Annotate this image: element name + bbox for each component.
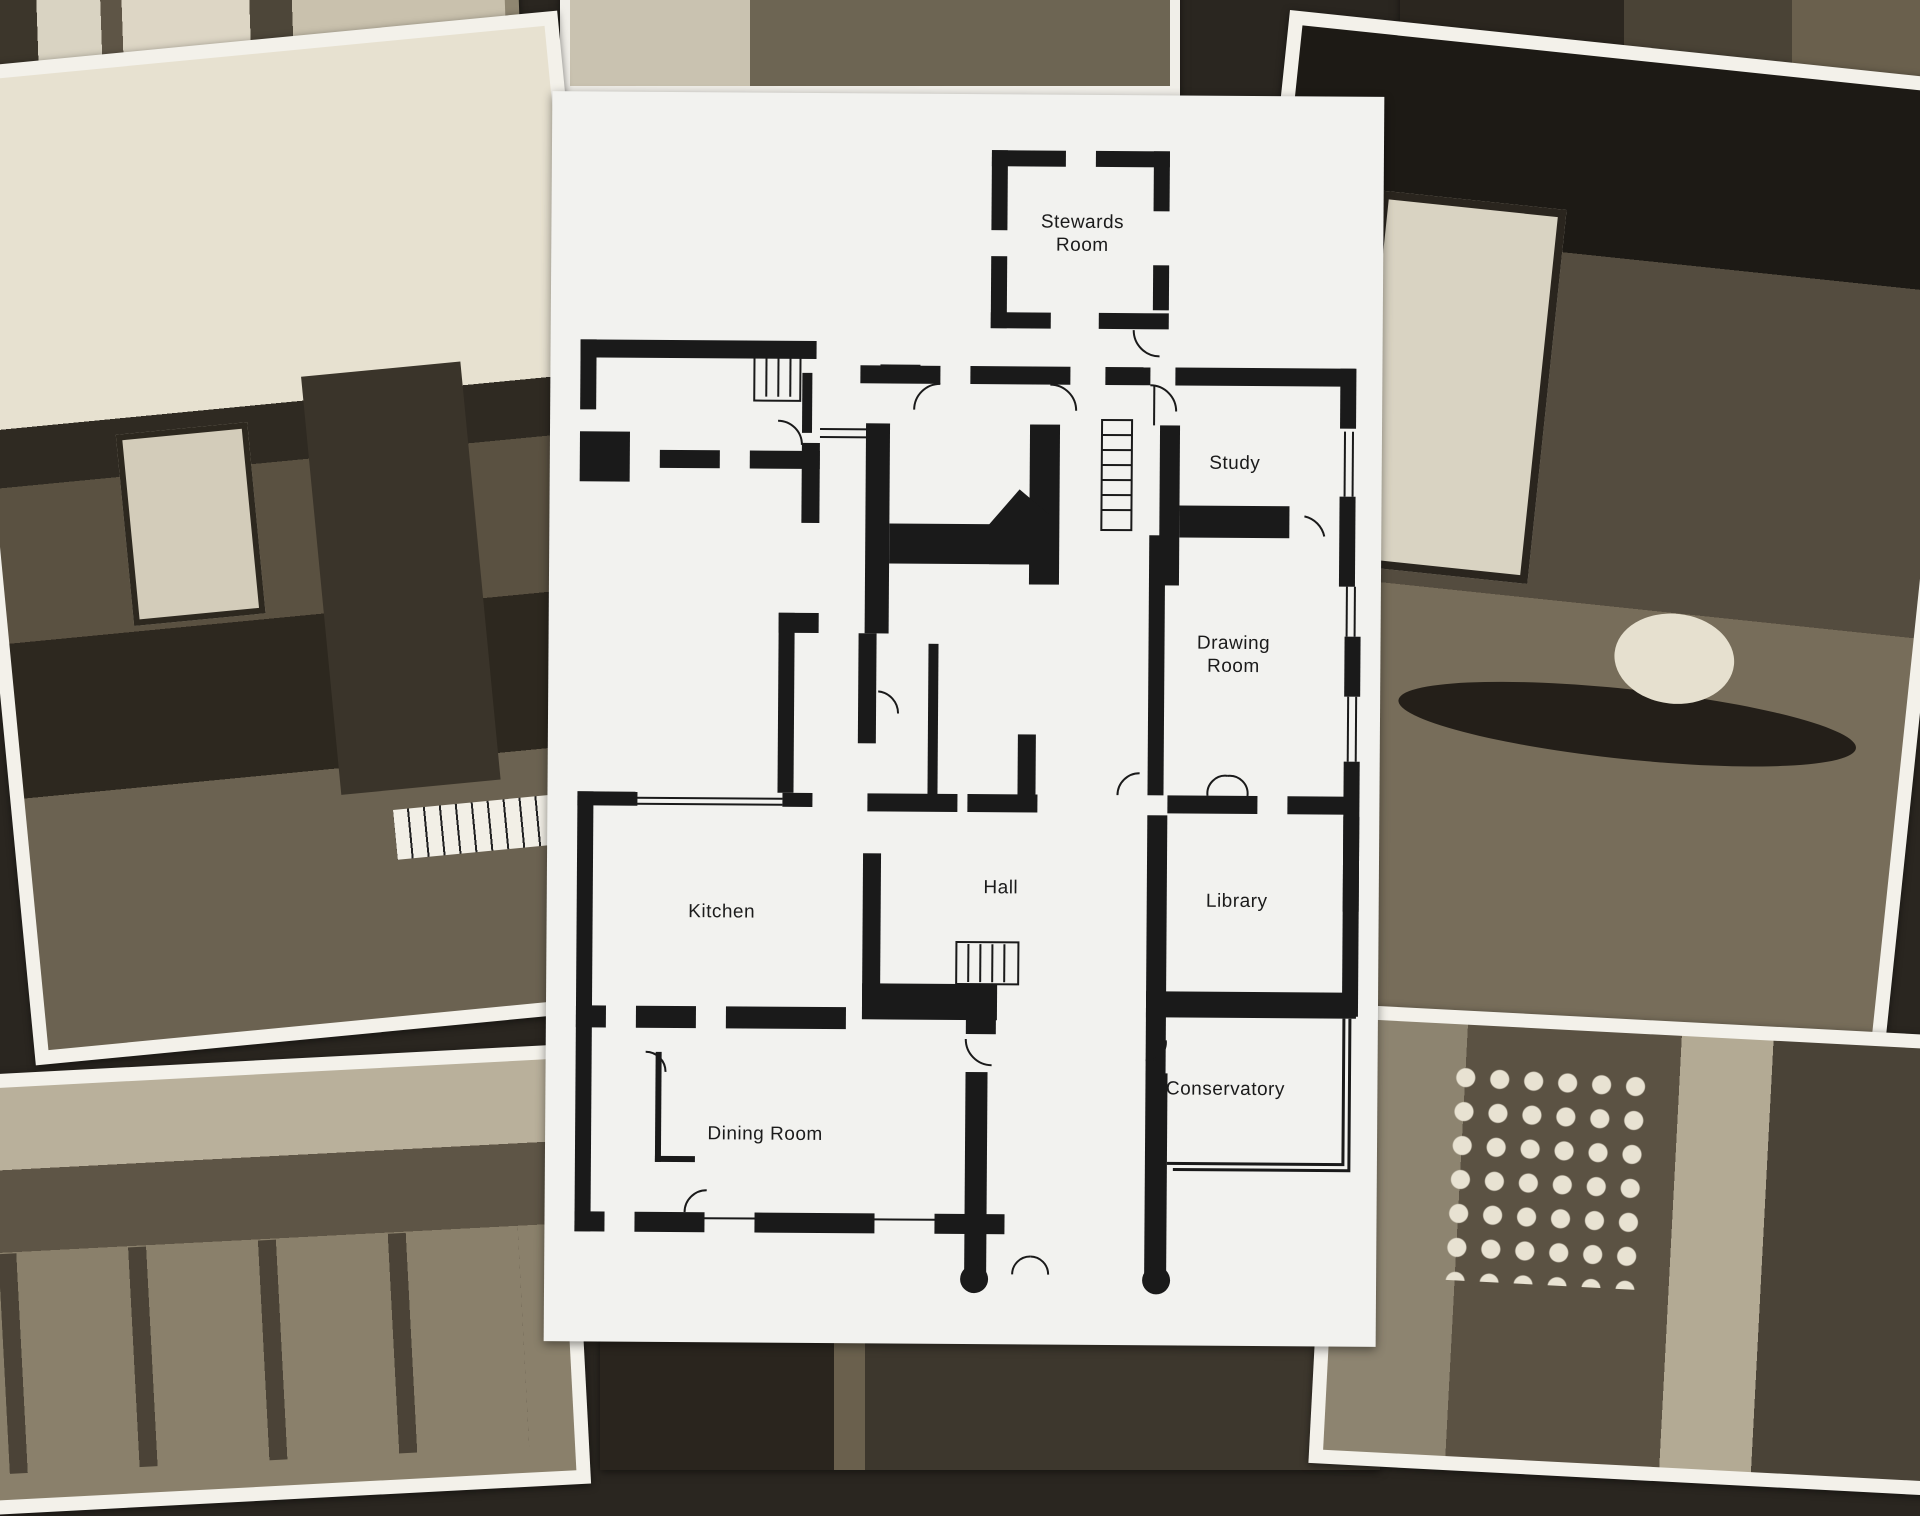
study-line1: Study bbox=[1190, 452, 1280, 476]
hall-line1: Hall bbox=[961, 876, 1041, 900]
stewards-line1: Stewards bbox=[1033, 210, 1131, 234]
photo-bottom-left-classroom bbox=[0, 1044, 591, 1516]
photo-top-center bbox=[560, 0, 1180, 100]
floor-plan-sheet: Stewards Room Study Drawing Room Hall Ki… bbox=[544, 91, 1385, 1347]
conservatory-line1: Conservatory bbox=[1105, 1077, 1345, 1102]
dining-line1: Dining Room bbox=[685, 1122, 845, 1146]
floor-plan-drawing bbox=[544, 91, 1385, 1347]
room-label-stewards-room: Stewards Room bbox=[1033, 210, 1131, 257]
room-label-dining-room: Dining Room bbox=[685, 1122, 845, 1146]
room-label-drawing-room: Drawing Room bbox=[1178, 631, 1288, 678]
kitchen-line1: Kitchen bbox=[667, 900, 777, 924]
library-line1: Library bbox=[1187, 890, 1287, 914]
room-label-kitchen: Kitchen bbox=[667, 900, 777, 924]
room-label-conservatory: Conservatory bbox=[1105, 1077, 1345, 1102]
room-label-hall: Hall bbox=[961, 876, 1041, 900]
photo-bottom-center bbox=[600, 1330, 1380, 1470]
photo-bottom-right-kitchen bbox=[1308, 1004, 1920, 1497]
room-label-library: Library bbox=[1187, 890, 1287, 914]
room-label-study: Study bbox=[1190, 452, 1280, 476]
drawing-line2: Room bbox=[1178, 654, 1288, 678]
stewards-line2: Room bbox=[1033, 233, 1131, 257]
drawing-line1: Drawing bbox=[1178, 631, 1288, 655]
